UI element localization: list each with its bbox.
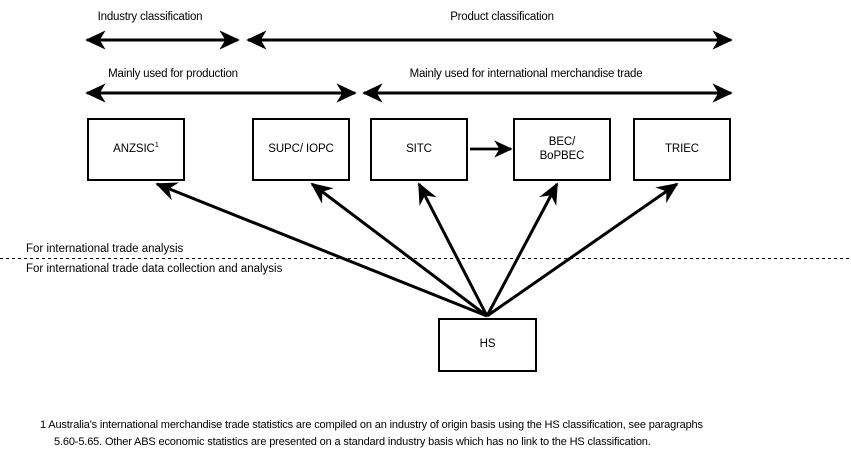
hs-to-anzsic-arrow <box>155 182 488 318</box>
box-supc-iopc-label: SUPC/ IOPC <box>268 142 334 155</box>
box-sitc[interactable]: SITC <box>370 118 468 181</box>
box-anzsic[interactable]: ANZSIC1 <box>87 118 185 181</box>
mainly-used-trade-label: Mainly used for international merchandis… <box>409 68 643 80</box>
box-bec-bopbec[interactable]: BEC/ BoPBEC <box>513 118 611 181</box>
footnote: 1 Australia's international merchandise … <box>40 417 830 451</box>
product-classification-label: Product classification <box>450 11 554 23</box>
box-bec-line1: BEC/ <box>548 136 576 148</box>
box-supc-iopc[interactable]: SUPC/ IOPC <box>252 118 350 181</box>
hs-to-bec-arrow <box>485 182 559 317</box>
hs-to-sitc-arrow <box>417 182 489 317</box>
box-anzsic-label: ANZSIC1 <box>113 139 159 155</box>
divider-below-label: For international trade data collection … <box>26 263 283 275</box>
box-hs-label: HS <box>479 338 496 351</box>
footnote-line-2: 5.60-5.65. Other ABS economic statistics… <box>54 436 651 448</box>
mainly-used-production-label: Mainly used for production <box>108 68 238 80</box>
box-triec[interactable]: TRIEC <box>633 118 731 181</box>
box-bec-line2: BoPBEC <box>539 149 585 162</box>
box-triec-label: TRIEC <box>664 142 699 155</box>
box-hs[interactable]: HS <box>438 318 537 372</box>
box-bec-bopbec-label: BEC/ BoPBEC <box>540 136 585 163</box>
hs-to-triec-arrow <box>486 182 679 318</box>
box-anzsic-footnote-marker: 1 <box>154 139 159 149</box>
industry-classification-label: Industry classification <box>97 11 203 23</box>
box-sitc-label: SITC <box>406 142 432 155</box>
hs-to-supc-iopc-arrow <box>310 182 488 318</box>
footnote-line-1: 1 Australia's international merchandise … <box>40 419 703 431</box>
divider-above-label: For international trade analysis <box>26 243 184 255</box>
